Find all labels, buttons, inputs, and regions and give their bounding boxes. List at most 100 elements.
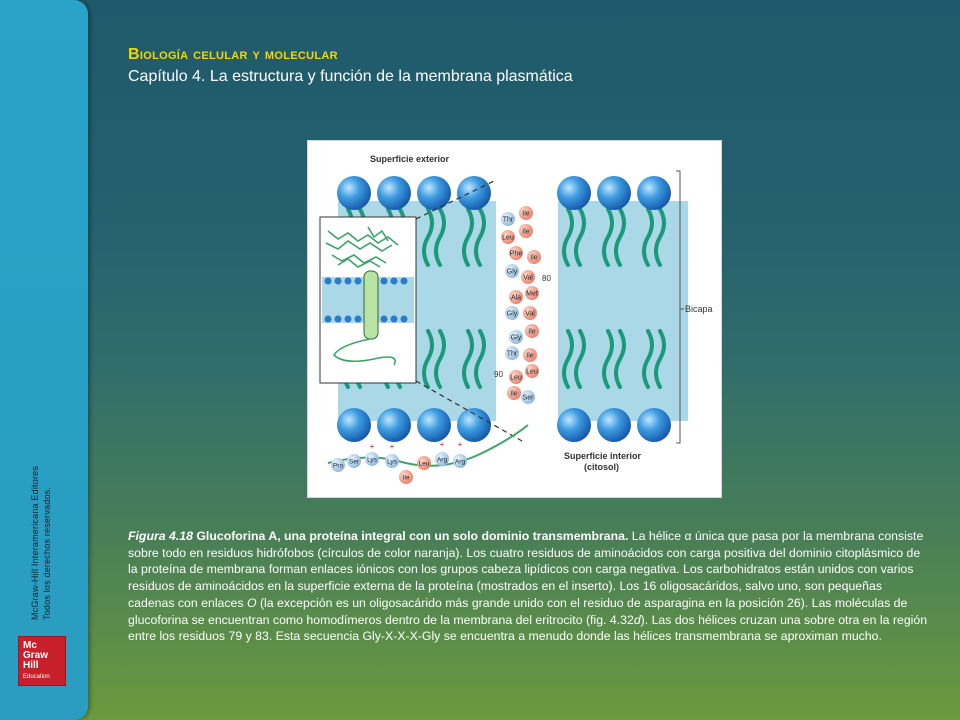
- sidebar: McGraw-Hill Interamericana Editores Todo…: [0, 0, 88, 720]
- charge-signs: + + + + – – – –: [352, 434, 477, 451]
- minus-sign-2: –: [392, 434, 397, 443]
- helix-residues: Thr Ile Leu Ile Phe Ile Gly Val Met Ala …: [501, 206, 541, 404]
- caption-figure-label: Figura 4.18: [128, 529, 193, 543]
- cyto-label-8: Arg: [455, 459, 466, 466]
- logo-line-2: Graw: [23, 650, 49, 661]
- residue-label-13: Ile: [528, 329, 536, 336]
- membrane-diagram: Thr Ile Leu Ile Phe Ile Gly Val Met Ala …: [319, 154, 713, 484]
- cyto-residue-1: Pro: [331, 458, 345, 472]
- minus-sign-4: –: [472, 434, 477, 443]
- residue-number-90: 90: [494, 370, 503, 379]
- residue-label-7: Gly: [507, 269, 518, 276]
- plus-sign-4: +: [458, 440, 463, 449]
- cyto-label-5: Ile: [403, 475, 410, 482]
- cyto-residue-5: Ile: [399, 470, 413, 484]
- residue-number-80: 80: [542, 274, 551, 283]
- label-inner-surface: Superficie interior: [564, 451, 642, 461]
- page-title: Biología celular y molecular: [128, 46, 338, 64]
- logo-line-1: Mc: [23, 640, 37, 651]
- residue-16: Ile: [523, 348, 537, 362]
- credit-line-1: McGraw-Hill Interamericana Editores: [30, 465, 40, 620]
- membrane-figure: Thr Ile Leu Ile Phe Ile Gly Val Met Ala …: [307, 140, 722, 498]
- plus-sign-1: +: [370, 442, 375, 451]
- residue-label-3: Leu: [502, 235, 514, 242]
- cyto-residue-3: Lys: [365, 452, 379, 466]
- residue-label-17: Leu: [526, 369, 538, 376]
- lipid-heads-bottom: [337, 408, 671, 442]
- credit-line-2: Todos los derechos reservados.: [42, 486, 52, 620]
- residue-11: Gly: [505, 306, 519, 320]
- residue-8: Val: [521, 270, 535, 284]
- cyto-label-7: Arg: [437, 457, 448, 464]
- residue-label-6: Ile: [530, 255, 538, 262]
- caption-heading: Glucoforina A, una proteína integral con…: [196, 529, 629, 543]
- cyto-residue-8: Arg: [453, 454, 467, 468]
- mcgraw-hill-logo: Mc Graw Hill Education: [18, 636, 66, 686]
- residue-label-1: Thr: [503, 217, 514, 224]
- residue-4: Ile: [519, 224, 533, 238]
- residue-label-20: Ser: [523, 395, 535, 402]
- logo-line-4: Education: [23, 674, 50, 680]
- residue-5: Phe: [509, 246, 523, 260]
- caption-body-2: (la excepción es un oligosacárido más gr…: [128, 595, 908, 627]
- cyto-label-6: Leu: [419, 461, 430, 468]
- cyto-residue-6: Leu: [417, 456, 431, 470]
- residue-18: Leu: [509, 370, 523, 384]
- book-title: Biología celular y molecular: [128, 46, 338, 63]
- label-cytosol: (citosol): [584, 462, 619, 472]
- publisher-credit: McGraw-Hill Interamericana Editores Todo…: [30, 410, 52, 620]
- cyto-label-2: Ser: [349, 459, 360, 466]
- residue-label-12: Val: [525, 311, 535, 318]
- lipid-heads-top: [337, 176, 671, 210]
- residue-14: Gly: [509, 330, 523, 344]
- chapter-subtitle: Capítulo 4. La estructura y función de l…: [128, 68, 573, 85]
- minus-sign-1: –: [352, 434, 357, 443]
- residue-label-2: Ile: [522, 211, 530, 218]
- residue-label-18: Leu: [510, 375, 522, 382]
- residue-label-14: Gly: [511, 335, 522, 342]
- residue-label-4: Ile: [522, 229, 530, 236]
- residue-label-9: Met: [526, 291, 538, 298]
- residue-9: Met: [525, 286, 539, 300]
- residue-20: Ser: [521, 390, 535, 404]
- cytoplasmic-residues: Pro Ser Lys Lys Ile Leu Arg Arg: [331, 452, 467, 484]
- minus-sign-3: –: [432, 434, 437, 443]
- cyto-residue-2: Ser: [347, 454, 361, 468]
- residue-label-15: Thr: [507, 351, 518, 358]
- caption-italic-o: O: [246, 595, 257, 610]
- caption-body-3: ). Las dos hélices cruzan una sobre otra…: [128, 612, 928, 644]
- label-outer-surface: Superficie exterior: [370, 154, 450, 164]
- residue-6: Ile: [527, 250, 541, 264]
- residue-1: Thr: [501, 212, 515, 226]
- residue-10: Ala: [509, 290, 523, 304]
- figure-caption: Figura 4.18 Glucoforina A, una proteína …: [128, 528, 928, 645]
- bilayer-bracket: [676, 170, 681, 444]
- residue-label-16: Ile: [526, 353, 534, 360]
- cyto-residue-4: Lys: [385, 454, 399, 468]
- plus-sign-2: +: [390, 442, 395, 451]
- residue-3: Leu: [501, 230, 515, 244]
- plus-sign-3: +: [440, 440, 445, 449]
- residue-7: Gly: [505, 264, 519, 278]
- residue-19: Ile: [507, 386, 521, 400]
- cyto-label-1: Pro: [333, 463, 344, 470]
- residue-label-10: Ala: [511, 295, 521, 302]
- residue-17: Leu: [525, 364, 539, 378]
- residue-2: Ile: [519, 206, 533, 220]
- cyto-label-4: Lys: [387, 459, 398, 466]
- caption-body-1: La hélice α única que pasa por la membra…: [128, 529, 924, 610]
- residue-label-19: Ile: [510, 391, 518, 398]
- inset-box: [319, 216, 417, 384]
- cyto-residue-7: Arg: [435, 452, 449, 466]
- residue-12: Val: [523, 306, 537, 320]
- residue-15: Thr: [505, 346, 519, 360]
- cyto-label-3: Lys: [367, 457, 378, 464]
- residue-label-5: Phe: [510, 251, 523, 258]
- caption-italic-d: d: [633, 612, 641, 627]
- logo-line-3: Hill: [23, 660, 39, 671]
- zoom-lines: [415, 180, 523, 442]
- residue-label-8: Val: [523, 275, 533, 282]
- residue-13: Ile: [525, 324, 539, 338]
- label-bilayer: Bicapa: [685, 304, 713, 314]
- residue-label-11: Gly: [507, 311, 518, 318]
